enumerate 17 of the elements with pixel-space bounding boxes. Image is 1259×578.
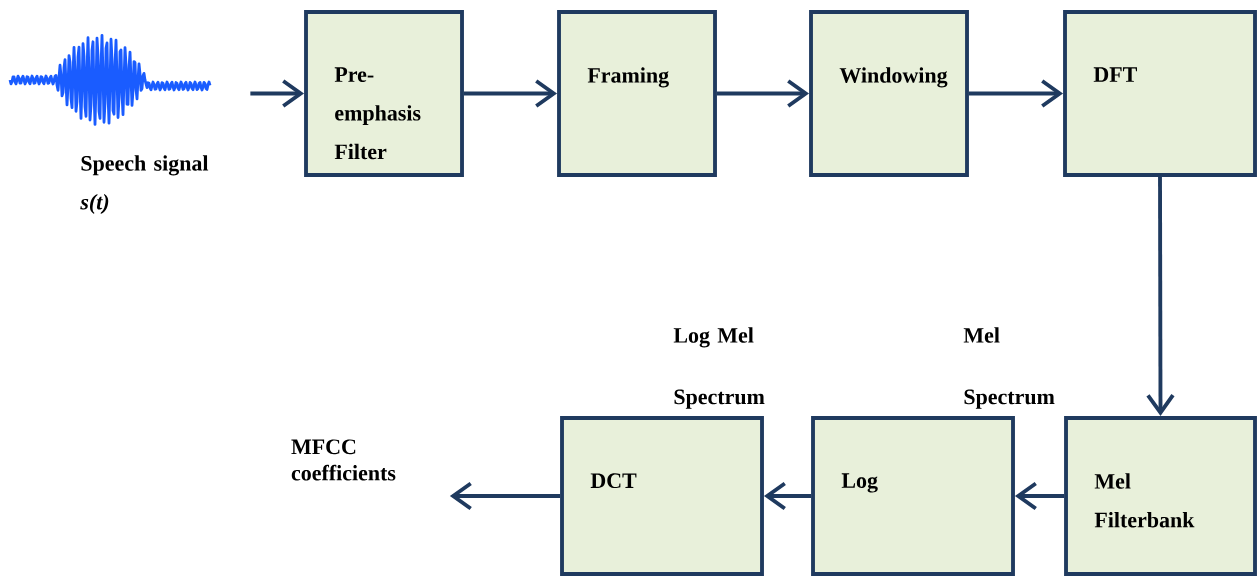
spectrum-label: Log Mel Spectrum [673,327,765,409]
spectrum-label: Mel Spectrum [963,327,1055,409]
arrow [1146,176,1175,417]
process-box: DCT [560,416,764,576]
process-box: Log [811,416,1015,576]
process-box: Windowing [809,10,969,177]
arrow [716,79,810,108]
process-box: Mel Filterbank [1064,416,1257,576]
output-label: MFCC coefficients [291,439,396,481]
signal-label: Speech signal s(t) [80,155,209,214]
process-box: DFT [1063,10,1257,177]
arrow [463,79,558,108]
process-box: Pre-emphasis Filter [304,10,464,177]
arrow [968,79,1064,108]
process-box: Framing [557,10,717,177]
waveform-drawing [9,33,211,126]
arrow [449,481,561,511]
